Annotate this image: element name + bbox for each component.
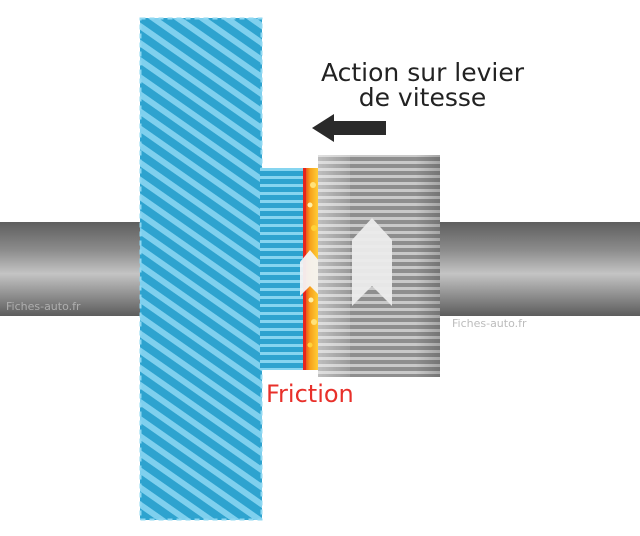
chevron-up-icon [352,218,392,306]
action-label-line2: de vitesse [358,83,487,112]
watermark: Fiches-auto.fr [6,300,81,313]
action-label: Action sur levier de vitesse [290,60,555,110]
watermark: Fiches-auto.fr [452,317,527,330]
friction-label: Friction [266,380,354,408]
action-label-line1: Action sur levier [320,58,525,87]
gear-cone [260,168,304,370]
synchro-ring-chevron-icon [300,250,320,296]
left-arrow-icon [312,114,386,142]
gear-body [139,17,263,521]
